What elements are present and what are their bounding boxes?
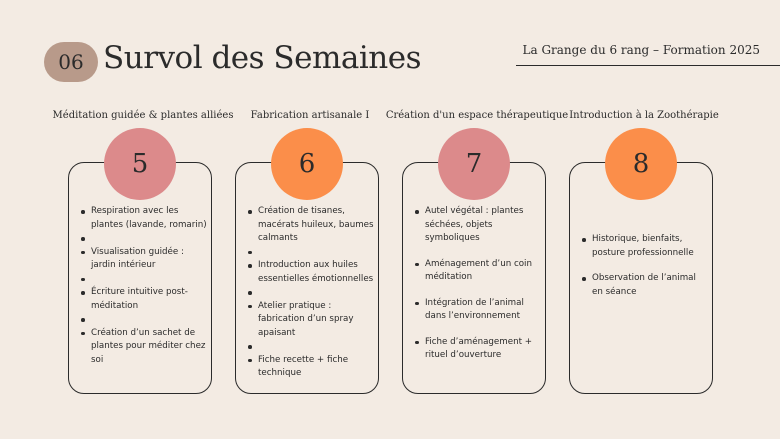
list-item [248, 246, 374, 260]
list-item: Fiche recette + fiche technique [248, 354, 374, 381]
list-item [248, 340, 374, 354]
week-items: Création de tisanes, macérats huileux, b… [248, 205, 374, 381]
list-item: Observation de l’animal en séance [582, 272, 708, 299]
week-card: Respiration avec les plantes (lavande, r… [68, 162, 212, 394]
list-item [248, 286, 374, 300]
list-item: Historique, bienfaits, posture professio… [582, 233, 708, 260]
week-card: Autel végétal : plantes séchées, objets … [402, 162, 546, 394]
list-item: Création de tisanes, macérats huileux, b… [248, 205, 374, 246]
list-item [81, 273, 207, 287]
week-heading: Introduction à la Zoothérapie [569, 110, 719, 121]
week-items: Autel végétal : plantes séchées, objets … [415, 205, 541, 375]
week-number-circle: 7 [438, 128, 510, 200]
list-item: Introduction aux huiles essentielles émo… [248, 259, 374, 286]
week-number-circle: 8 [605, 128, 677, 200]
list-item: Autel végétal : plantes séchées, objets … [415, 205, 541, 246]
header-divider [516, 65, 780, 66]
list-item: Visualisation guidée : jardin intérieur [81, 246, 207, 273]
page-title: Survol des Semaines [103, 40, 422, 76]
list-item [81, 232, 207, 246]
list-item: Aménagement d’un coin méditation [415, 258, 541, 285]
week-heading: Méditation guidée & plantes alliées [52, 110, 234, 121]
section-number-badge: 06 [44, 42, 98, 82]
list-item: Écriture intuitive post-méditation [81, 286, 207, 313]
week-items: Respiration avec les plantes (lavande, r… [81, 205, 207, 367]
list-item: Respiration avec les plantes (lavande, r… [81, 205, 207, 232]
list-item: Intégration de l’animal dans l’environne… [415, 297, 541, 324]
list-item: Atelier pratique : fabrication d’un spra… [248, 300, 374, 341]
list-item [81, 313, 207, 327]
week-heading: Création d'un espace thérapeutique [385, 110, 569, 121]
list-item: Création d’un sachet de plantes pour méd… [81, 327, 207, 368]
week-card: Création de tisanes, macérats huileux, b… [235, 162, 379, 394]
week-number-circle: 5 [104, 128, 176, 200]
week-heading: Fabrication artisanale I [250, 110, 370, 121]
page-subtitle: La Grange du 6 rang – Formation 2025 [522, 43, 760, 57]
week-number-circle: 6 [271, 128, 343, 200]
week-items: Historique, bienfaits, posture professio… [582, 233, 708, 311]
list-item: Fiche d’aménagement + rituel d’ouverture [415, 336, 541, 363]
